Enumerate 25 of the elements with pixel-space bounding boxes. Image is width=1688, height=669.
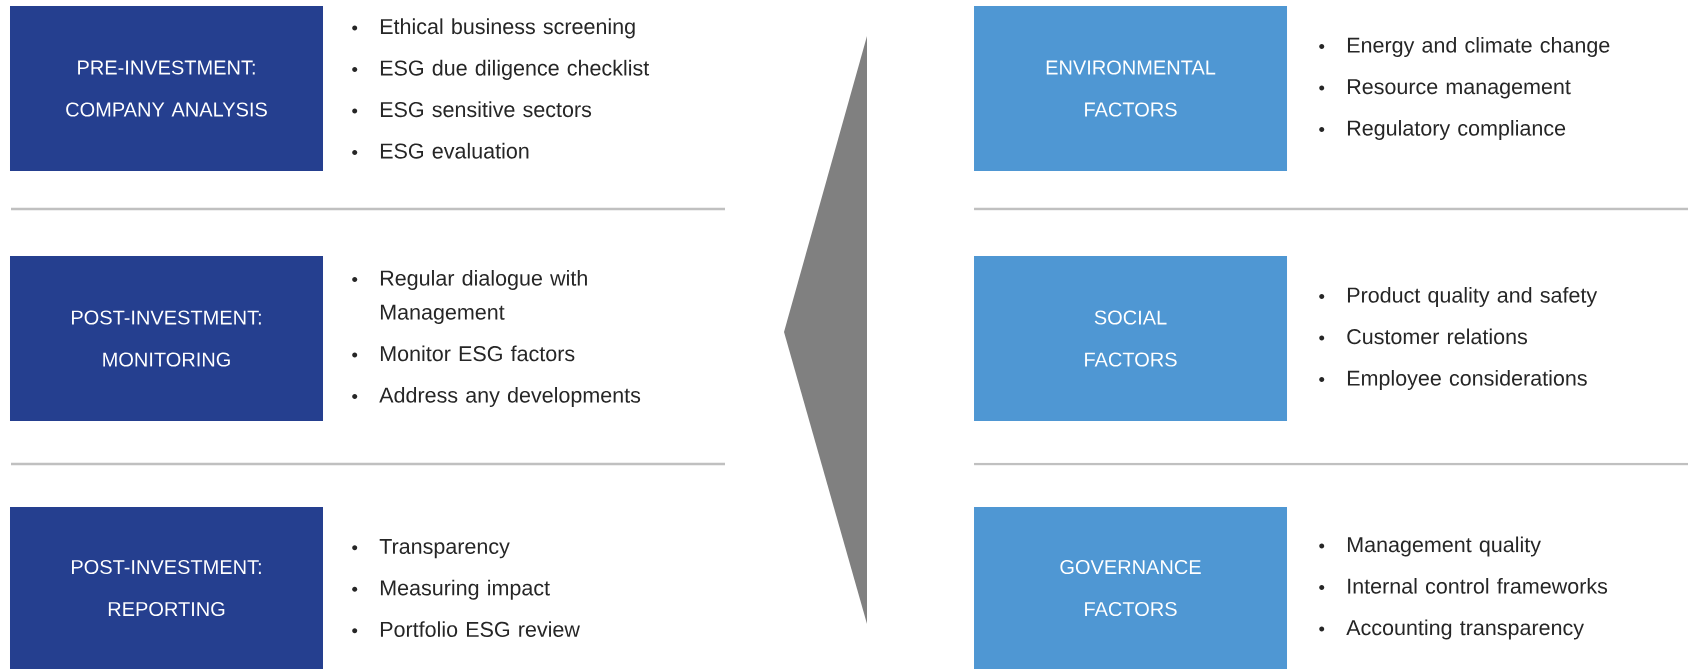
bullet-item: Portfolio ESG review — [352, 621, 580, 637]
bullet-item: ESG sensitive sectors — [352, 101, 592, 118]
label-box: POST-INVESTMENT: REPORTING — [10, 507, 323, 669]
label-box: POST-INVESTMENT: MONITORING — [10, 256, 323, 421]
bullet-item: Management quality — [1319, 536, 1541, 557]
bullet-item: Regular dialogue with Management — [352, 270, 587, 324]
bullet-item: Ethical business screening — [352, 18, 635, 39]
bullet-item: Energy and climate change — [1319, 37, 1610, 57]
bullet-item: Accounting transparency — [1319, 619, 1584, 640]
bullet-item: Measuring impact — [352, 579, 550, 600]
bullet-item: ESG evaluation — [352, 142, 529, 159]
bullet-item: Employee considerations — [1319, 370, 1587, 390]
bullet-item: Address any developments — [352, 387, 641, 407]
label-box: ENVIRONMENTAL FACTORS — [974, 6, 1287, 171]
label-box: PRE-INVESTMENT: COMPANY ANALYSIS — [10, 6, 323, 171]
bullet-item: Internal control frameworks — [1319, 578, 1608, 594]
label-box: GOVERNANCE FACTORS — [974, 507, 1287, 669]
label-box: SOCIAL FACTORS — [974, 256, 1287, 421]
bullet-item: Regulatory compliance — [1319, 120, 1566, 140]
bullet-item: Customer relations — [1319, 328, 1528, 345]
bullet-item: Transparency — [352, 539, 510, 559]
bullet-item: Monitor ESG factors — [352, 345, 575, 362]
bullet-item: Product quality and safety — [1319, 287, 1598, 307]
bullet-item: Resource management — [1319, 79, 1571, 99]
bullet-item: ESG due diligence checklist — [352, 59, 650, 80]
